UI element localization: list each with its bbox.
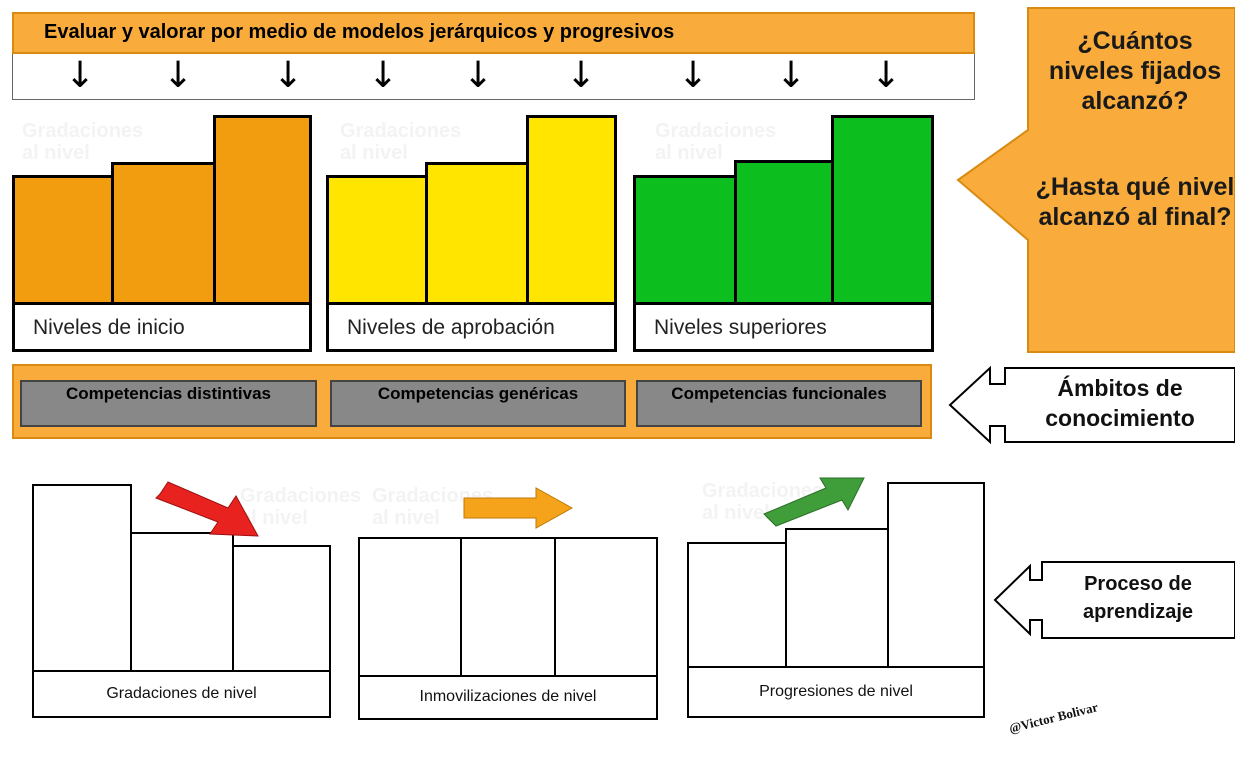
competencia-funcionales: Competencias funcionales bbox=[636, 380, 922, 427]
lower-label-inmovilizaciones: Inmovilizaciones de nivel bbox=[358, 675, 658, 720]
red-trend-arrow-icon bbox=[155, 481, 259, 537]
competencia-genericas: Competencias genéricas bbox=[330, 380, 626, 427]
level-bar bbox=[785, 528, 889, 668]
group-label-inicio: Niveles de inicio bbox=[12, 302, 312, 352]
author-signature: @Victor Bolivar bbox=[1007, 699, 1100, 736]
level-bar bbox=[425, 162, 529, 305]
level-bar bbox=[326, 175, 428, 305]
lower-label-gradaciones: Gradaciones de nivel bbox=[32, 670, 331, 718]
ambitos-label: Ámbitos de conocimiento bbox=[1045, 375, 1195, 431]
level-bar bbox=[12, 175, 114, 305]
level-bar bbox=[734, 160, 834, 305]
down-arrow-icon: ↓ bbox=[463, 55, 494, 96]
top-banner: Evaluar y valorar por medio de modelos j… bbox=[12, 12, 975, 54]
level-bar bbox=[687, 542, 787, 668]
level-bar bbox=[358, 537, 462, 677]
competencia-distintivas: Competencias distintivas bbox=[20, 380, 317, 427]
down-arrow-icon: ↓ bbox=[776, 55, 807, 96]
top-banner-title: Evaluar y valorar por medio de modelos j… bbox=[44, 21, 675, 43]
level-bar bbox=[831, 115, 934, 305]
level-bar bbox=[232, 545, 331, 672]
callout-question-2: ¿Hasta qué nivel alcanzó al final? bbox=[1035, 173, 1235, 231]
level-bar bbox=[32, 484, 132, 672]
proceso-arrow bbox=[993, 561, 1235, 639]
callout-question-1: ¿Cuántos niveles fijados alcanzó? bbox=[1048, 27, 1222, 115]
down-arrow-strip: ↓ ↓ ↓ ↓ ↓ ↓ ↓ ↓ ↓ bbox=[12, 54, 975, 100]
group-label-superiores: Niveles superiores bbox=[633, 302, 934, 352]
group-label-aprobacion: Niveles de aprobación bbox=[326, 302, 617, 352]
lower-label-progresiones: Progresiones de nivel bbox=[687, 666, 985, 718]
ambitos-arrow bbox=[948, 365, 1235, 445]
level-bar bbox=[526, 115, 617, 305]
question-callout bbox=[956, 7, 1235, 353]
green-trend-arrow-icon bbox=[763, 477, 865, 527]
down-arrow-icon: ↓ bbox=[871, 55, 902, 96]
down-arrow-icon: ↓ bbox=[273, 55, 304, 96]
proceso-label: Proceso de aprendizaje bbox=[1082, 573, 1194, 623]
orange-trend-arrow-icon bbox=[463, 487, 574, 529]
level-bar bbox=[130, 532, 234, 672]
down-arrow-icon: ↓ bbox=[368, 55, 399, 96]
level-bar bbox=[460, 537, 556, 677]
level-bar bbox=[887, 482, 985, 668]
down-arrow-icon: ↓ bbox=[163, 55, 194, 96]
level-bar bbox=[213, 115, 312, 305]
down-arrow-icon: ↓ bbox=[65, 55, 96, 96]
down-arrow-icon: ↓ bbox=[678, 55, 709, 96]
down-arrow-icon: ↓ bbox=[566, 55, 597, 96]
level-bar bbox=[111, 162, 216, 305]
level-bar bbox=[633, 175, 737, 305]
level-bar bbox=[554, 537, 658, 677]
competencias-band: Competencias distintivas Competencias ge… bbox=[12, 364, 932, 439]
